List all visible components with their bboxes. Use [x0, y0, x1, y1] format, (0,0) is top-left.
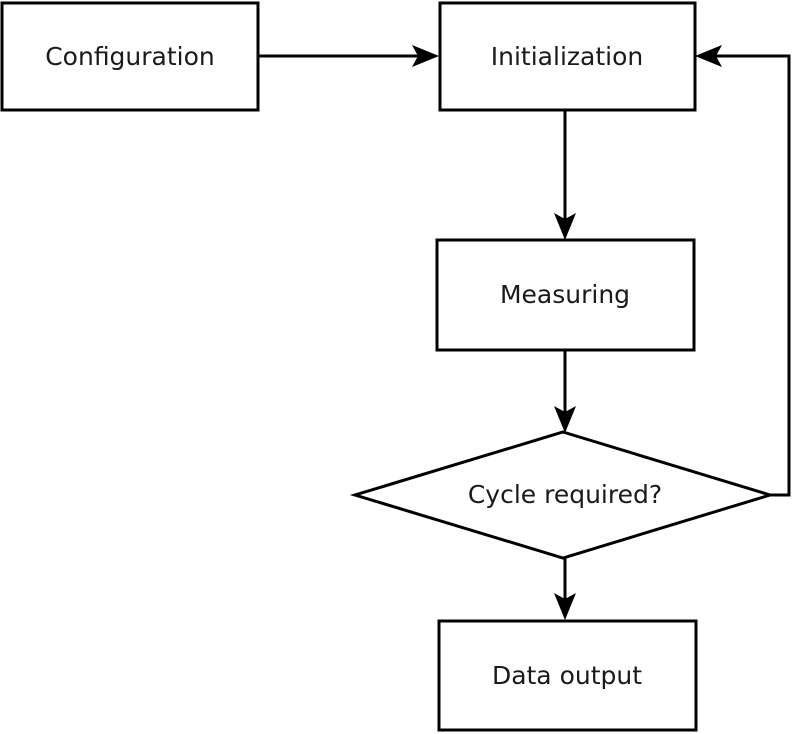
edge-measuring-to-cycle-required — [554, 350, 576, 433]
arrow-head-icon — [412, 45, 439, 67]
node-measuring-shape[interactable] — [435, 238, 696, 352]
node-cycle-required-label: Cycle required? — [468, 480, 662, 509]
node-data-output-shape[interactable] — [437, 619, 698, 732]
edge-configuration-to-initialization — [258, 45, 439, 67]
node-configuration-shape[interactable] — [0, 1, 260, 112]
node-configuration[interactable]: Configuration — [0, 1, 260, 112]
node-initialization[interactable]: Initialization — [438, 1, 697, 112]
arrow-head-icon — [554, 213, 576, 240]
node-cycle-required[interactable]: Cycle required? — [349, 430, 776, 560]
edge-cycle-required-to-initialization — [695, 45, 791, 497]
arrow-head-icon — [554, 406, 576, 433]
edge-cycle-required-to-data-output — [554, 556, 576, 620]
node-measuring-label: Measuring — [500, 280, 630, 309]
node-data-output[interactable]: Data output — [437, 619, 698, 732]
arrow-head-icon — [554, 593, 576, 620]
edge-initialization-to-measuring — [554, 110, 576, 240]
arrow-head-icon — [695, 45, 722, 67]
edge-line — [711, 54, 791, 497]
node-initialization-label: Initialization — [491, 42, 643, 71]
node-cycle-required-shape[interactable] — [349, 430, 776, 560]
node-measuring[interactable]: Measuring — [435, 238, 696, 352]
node-initialization-shape[interactable] — [438, 1, 697, 112]
node-configuration-label: Configuration — [45, 42, 215, 71]
node-data-output-label: Data output — [492, 661, 642, 690]
